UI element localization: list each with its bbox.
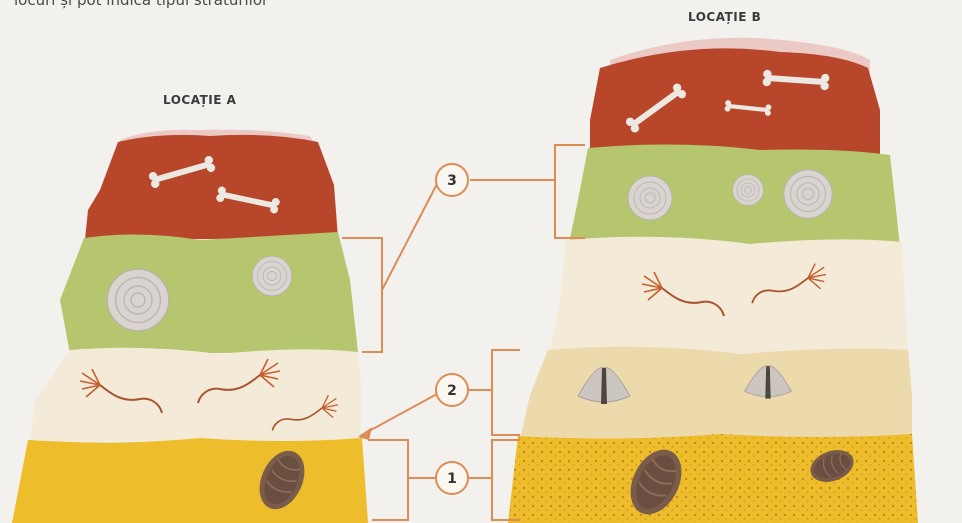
location-a-yellow-layer (12, 438, 368, 523)
location-b-column (508, 38, 918, 523)
ammonite-icon (784, 170, 832, 218)
svg-text:2: 2 (447, 383, 457, 399)
location-a-cream-layer (30, 348, 362, 442)
ammonite-icon (252, 256, 292, 296)
location-b-beige-layer (520, 347, 912, 440)
location-b-cream-layer (550, 237, 908, 354)
ammonite-icon (107, 269, 169, 331)
location-a-green-layer (60, 232, 358, 354)
svg-text:1: 1 (447, 471, 457, 487)
marker-3: 3 (436, 164, 468, 196)
location-b-red-layer (590, 48, 880, 160)
ammonite-icon (733, 175, 764, 206)
ammonite-icon (628, 176, 672, 220)
svg-text:3: 3 (447, 173, 457, 189)
marker-1: 1 (436, 462, 468, 494)
marker-2: 2 (436, 374, 468, 406)
location-a-column (12, 130, 368, 523)
location-a-red-layer (85, 135, 338, 240)
location-b-yellow-texture (508, 434, 918, 523)
